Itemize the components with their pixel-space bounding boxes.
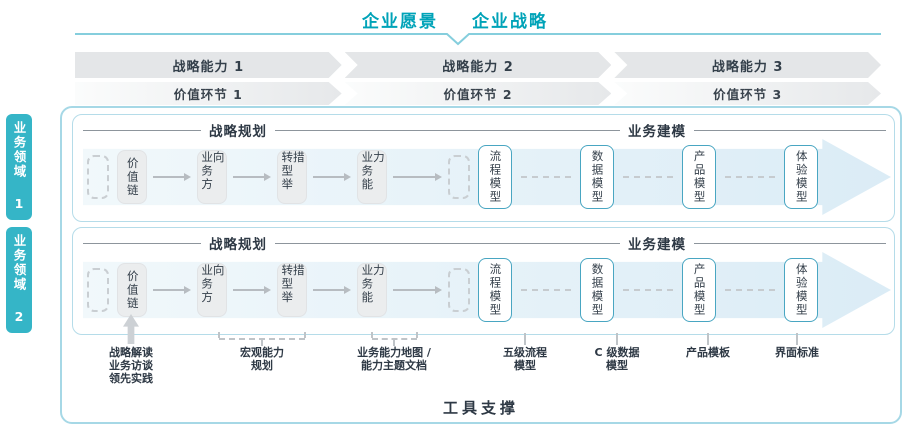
product-model-box: 产品模型 — [681, 258, 716, 322]
product-model-box: 产品模型 — [681, 145, 716, 209]
bracket-drop-line — [218, 332, 220, 338]
placeholder-box — [87, 155, 109, 199]
note-line: 产品模板 — [686, 346, 730, 359]
flow-arrow-icon — [387, 173, 447, 181]
modeling-section-title: 业务建模 — [628, 237, 686, 253]
header-divider-line — [275, 129, 620, 131]
note-line: 领先实践 — [109, 372, 153, 385]
value-segment-3: 价值环节 3 — [614, 82, 881, 105]
value-segment-1: 价值环节 1 — [75, 82, 342, 105]
row-1-flow: 价值链 业务方向 转型举措 业务能力 流程模型 数据模型 产品模型 体验模型 — [87, 139, 888, 215]
dashed-connector — [724, 176, 776, 178]
value-chain-box: 价值链 — [117, 150, 147, 204]
header-divider-line — [83, 242, 201, 244]
process-model-box: 流程模型 — [477, 258, 512, 322]
note-line: C 级数据 — [594, 346, 640, 359]
business-capability-box: 业务能力 — [357, 150, 388, 204]
bracket-drop-line — [304, 332, 306, 338]
note-line: 模型 — [514, 359, 536, 372]
experience-model-box: 体验模型 — [784, 258, 819, 322]
placeholder-box — [447, 155, 470, 199]
dashed-connector — [520, 176, 571, 178]
note-product-template: 产品模板 — [686, 346, 730, 359]
transformation-box: 转型举措 — [277, 263, 308, 317]
planning-section-title: 战略规划 — [209, 237, 267, 253]
note-line: 界面标准 — [775, 346, 819, 359]
vision-title: 企业愿景 — [362, 12, 438, 32]
bracket-center-line — [261, 338, 263, 346]
data-model-box: 数据模型 — [579, 145, 614, 209]
capability-segment-3: 战略能力 3 — [614, 52, 881, 78]
note-c-level-data-model: C 级数据 模型 — [595, 346, 640, 372]
business-direction-box: 业务方向 — [197, 150, 228, 204]
modeling-section-title: 业务建模 — [628, 124, 686, 140]
annotation-connector-line — [796, 333, 798, 345]
strategy-title: 企业战略 — [472, 12, 548, 32]
header-divider-line — [83, 129, 201, 131]
tool-support-label: 工具支撑 — [442, 399, 519, 417]
note-process-model: 五级流程 模型 — [503, 346, 547, 372]
note-line: 规划 — [251, 359, 273, 372]
value-band: 价值环节 1 价值环节 2 价值环节 3 — [75, 82, 881, 105]
dashed-connector — [520, 289, 571, 291]
flow-arrow-icon — [147, 286, 197, 294]
placeholder-box — [447, 268, 470, 312]
note-ui-standard: 界面标准 — [775, 346, 819, 359]
note-capability-map: 业务能力地图 / 能力主题文档 — [357, 346, 431, 372]
flow-arrow-icon — [387, 286, 447, 294]
row-1-header: 战略规划 业务建模 — [83, 120, 886, 140]
header-divider-line — [694, 242, 886, 244]
note-line: 能力主题文档 — [360, 359, 427, 372]
row-2-flow: 价值链 业务方向 转型举措 业务能力 流程模型 数据模型 产品模型 体验模型 — [87, 252, 888, 328]
note-line: 模型 — [606, 359, 628, 372]
capability-band: 战略能力 1 战略能力 2 战略能力 3 — [75, 52, 881, 78]
note-line: 宏观能力 — [240, 346, 284, 359]
business-direction-box: 业务方向 — [197, 263, 228, 317]
note-line: 战略解读 — [109, 346, 153, 359]
process-model-box: 流程模型 — [477, 145, 512, 209]
planning-section-title: 战略规划 — [209, 124, 267, 140]
flow-arrow-icon — [147, 173, 197, 181]
top-title-row: 企业愿景 企业战略 — [0, 7, 910, 32]
value-chain-box: 价值链 — [117, 263, 147, 317]
note-line: 业务访谈 — [109, 359, 153, 372]
sidebar-domain-1: 业务领域 1 — [6, 114, 32, 220]
note-line: 业务能力地图 / — [357, 346, 431, 359]
flow-arrow-icon — [227, 173, 277, 181]
dashed-connector — [724, 289, 776, 291]
header-divider-line — [694, 129, 886, 131]
dashed-connector — [622, 289, 673, 291]
placeholder-box — [87, 268, 109, 312]
domain-row-1: 战略规划 业务建模 价值链 业务方向 转型举措 业务能力 流程模型 数据模型 产… — [72, 114, 895, 222]
flow-arrow-icon — [307, 173, 357, 181]
tool-support-frame: 工具支撑 — [60, 106, 902, 424]
row-2-header: 战略规划 业务建模 — [83, 233, 886, 253]
capability-segment-2: 战略能力 2 — [345, 52, 612, 78]
data-model-box: 数据模型 — [579, 258, 614, 322]
sidebar-domain-2: 业务领域 2 — [6, 227, 32, 333]
note-line: 五级流程 — [503, 346, 547, 359]
title-underline-notch — [75, 33, 881, 46]
annotation-connector-line — [524, 333, 526, 345]
value-segment-2: 价值环节 2 — [345, 82, 612, 105]
capability-segment-1: 战略能力 1 — [75, 52, 342, 78]
header-divider-line — [275, 242, 620, 244]
bracket-center-line — [393, 338, 395, 346]
business-capability-box: 业务能力 — [357, 263, 388, 317]
note-macro-capability-planning: 宏观能力 规划 — [240, 346, 284, 372]
bracket-drop-line — [371, 332, 373, 338]
note-strategy-inputs: 战略解读 业务访谈 领先实践 — [109, 346, 153, 385]
domain-row-2: 战略规划 业务建模 价值链 业务方向 转型举措 业务能力 流程模型 数据模型 产… — [72, 227, 895, 335]
annotation-connector-line — [616, 333, 618, 345]
transformation-box: 转型举措 — [277, 150, 308, 204]
bracket-drop-line — [416, 332, 418, 338]
flow-arrow-icon — [227, 286, 277, 294]
experience-model-box: 体验模型 — [784, 145, 819, 209]
dashed-connector — [622, 176, 673, 178]
annotation-connector-line — [707, 333, 709, 345]
flow-arrow-icon — [307, 286, 357, 294]
